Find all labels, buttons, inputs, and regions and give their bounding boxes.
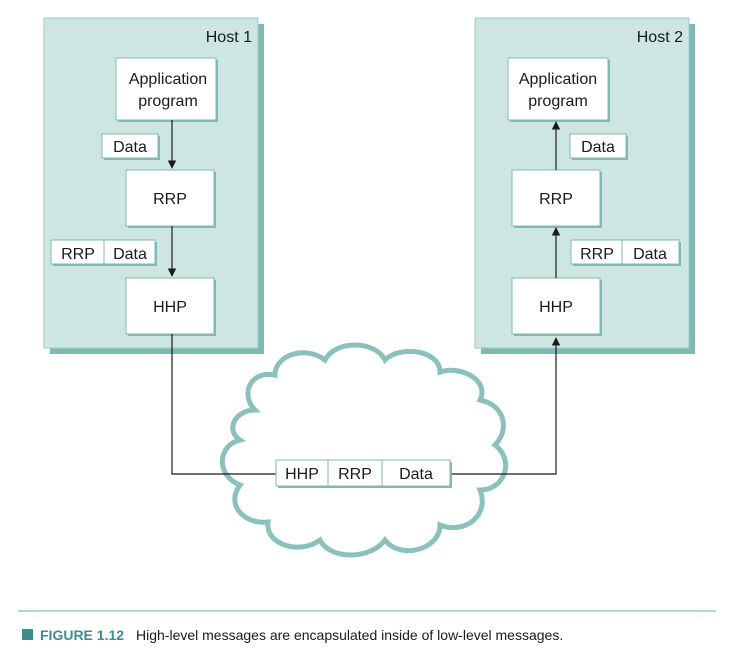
- host-2-rrp-label: RRP: [539, 191, 573, 208]
- host-1-hhp-box: [125, 277, 215, 335]
- host-1-data-label: Data: [113, 139, 147, 156]
- packet-rrp: RRP: [338, 466, 372, 483]
- host-2-header-data: Data: [633, 246, 667, 263]
- host-2-data-tag: [569, 133, 627, 159]
- host-1-title: Host 1: [206, 29, 252, 46]
- host-2-rrp-box: [511, 169, 601, 227]
- host-1-app-line2: program: [138, 93, 198, 110]
- host-2: Host 2 Application program Data RRP RRP …: [474, 17, 695, 354]
- host-1-app-line1: Application: [129, 71, 207, 88]
- host-2-header-rrp: RRP: [580, 246, 614, 263]
- host-2-title: Host 2: [637, 29, 683, 46]
- host-1-header-rrp: RRP: [61, 246, 95, 263]
- host-1-rrp-box: [125, 169, 215, 227]
- host-1-data-tag: [101, 133, 159, 159]
- network-packet: HHP RRP Data: [275, 459, 452, 488]
- host-1-rrp-label: RRP: [153, 191, 187, 208]
- figure-label: FIGURE 1.12: [40, 627, 124, 643]
- host-1-hhp-label: HHP: [153, 299, 187, 316]
- host-1-header-data: Data: [113, 246, 147, 263]
- cloud-shape: [219, 342, 509, 558]
- wire-network-to-host2: [450, 337, 561, 475]
- figure-caption: High-level messages are encapsulated ins…: [136, 627, 563, 643]
- host-1-application-box: [115, 57, 217, 121]
- host-2-app-line2: program: [528, 93, 588, 110]
- host-1-header-tag: [50, 239, 156, 265]
- network-cloud: [219, 342, 509, 558]
- packet-frame: [275, 459, 451, 487]
- host-2-application-box: [507, 57, 609, 121]
- host-2-header-tag: [570, 239, 680, 265]
- packet-hhp: HHP: [285, 466, 319, 483]
- wire-host1-to-network: [171, 334, 276, 475]
- host-2-app-line1: Application: [519, 71, 597, 88]
- host-2-hhp-box: [511, 277, 601, 335]
- packet-data: Data: [399, 466, 433, 483]
- host-2-hhp-label: HHP: [539, 299, 573, 316]
- host-1: Host 1 Application program Data RRP RRP …: [43, 17, 264, 354]
- host-2-data-label: Data: [581, 139, 615, 156]
- caption-bullet: [22, 629, 33, 640]
